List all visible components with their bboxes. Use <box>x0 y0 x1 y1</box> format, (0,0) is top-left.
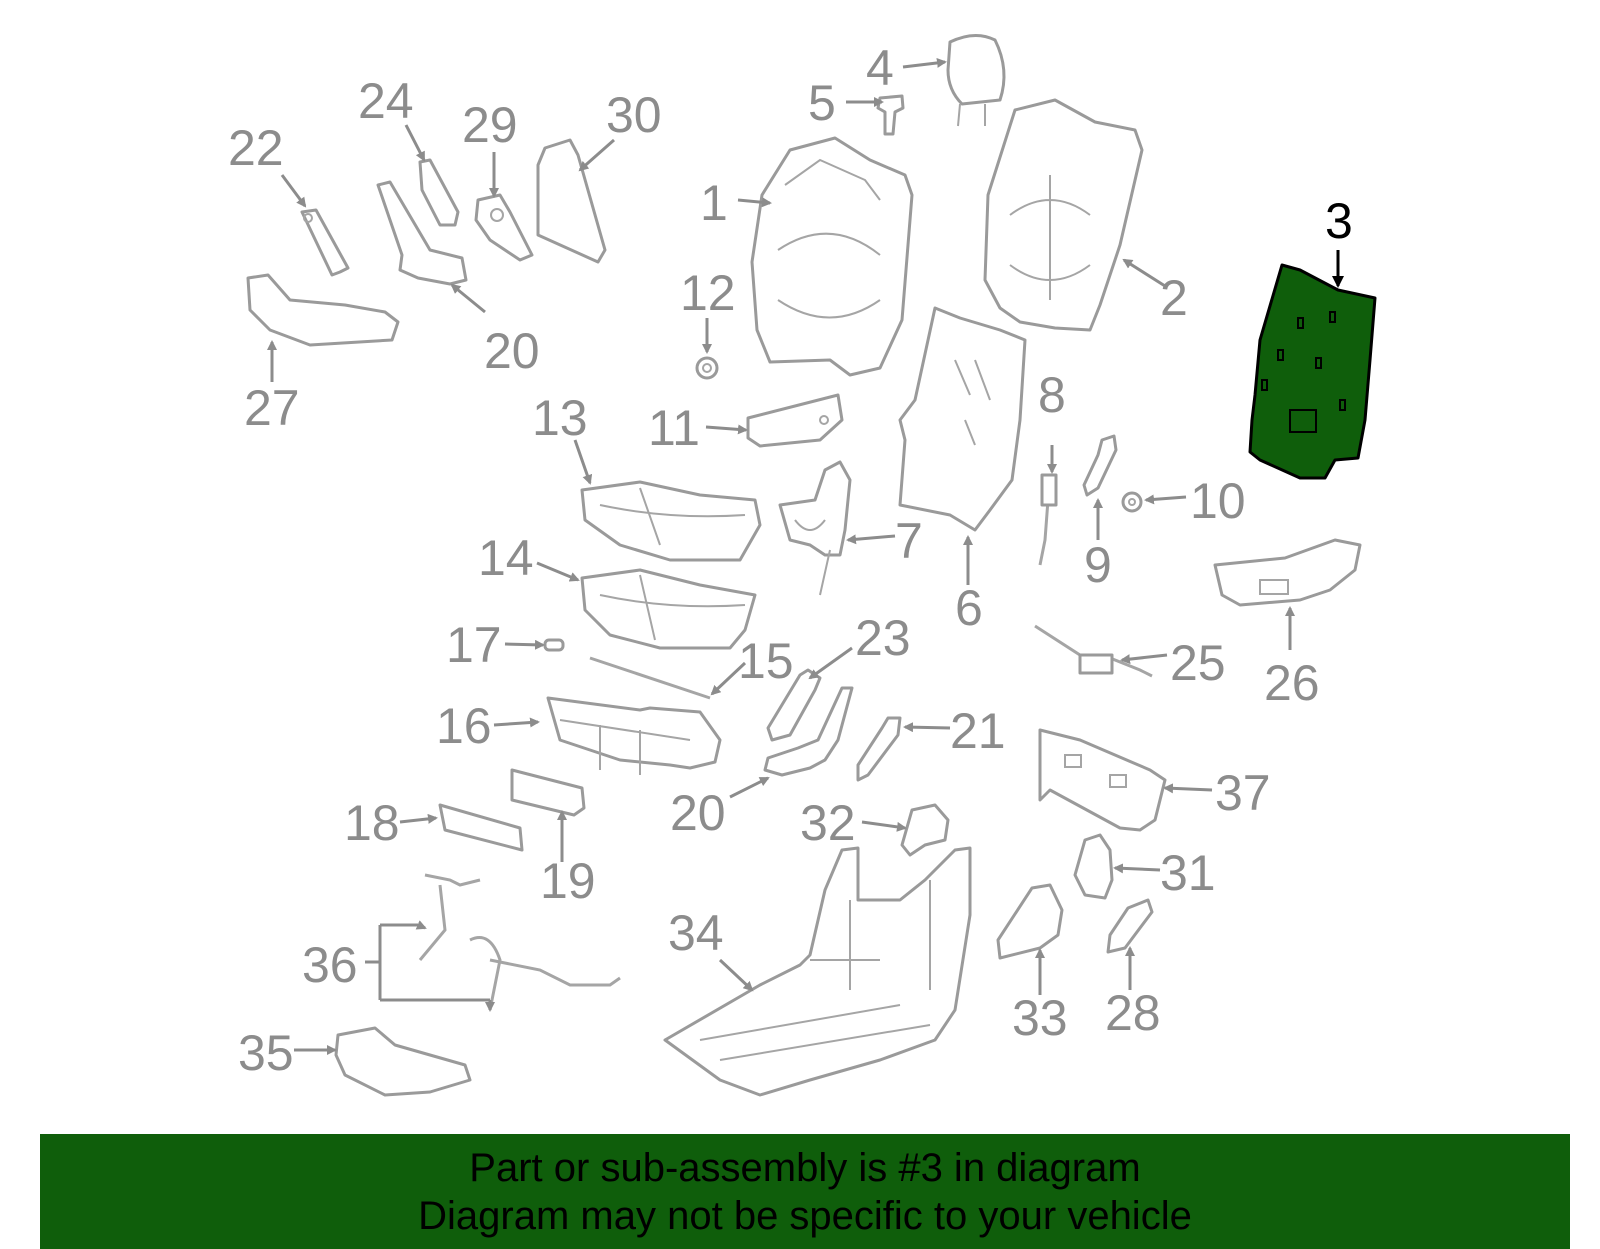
part-14-cushion-pad <box>580 568 757 650</box>
part-36-harness <box>418 873 621 1011</box>
part-27-side-trim <box>246 273 400 347</box>
part-32-cover <box>900 803 950 857</box>
part-21-trim <box>856 716 902 782</box>
callout-24: 24 <box>358 73 414 129</box>
part-3-panel-slots <box>1261 311 1346 433</box>
callout-28: 28 <box>1105 985 1161 1041</box>
callout-20b: 20 <box>670 785 726 841</box>
callout-32: 32 <box>800 795 856 851</box>
part-13-cushion-cover <box>580 480 762 562</box>
part-12-button <box>695 356 719 380</box>
callout-20a: 20 <box>484 323 540 379</box>
callout-16: 16 <box>436 698 492 754</box>
callout-31: 31 <box>1160 845 1216 901</box>
callout-4: 4 <box>866 40 894 96</box>
callout-22: 22 <box>228 120 284 176</box>
part-34-seat-track <box>663 846 972 1097</box>
part-19-bracket <box>510 768 586 817</box>
callout-13: 13 <box>532 390 588 446</box>
part-30-shield <box>536 138 607 264</box>
part-35-shield <box>334 1026 472 1097</box>
callout-11: 11 <box>648 400 700 456</box>
callout-26: 26 <box>1264 655 1320 711</box>
callout-17: 17 <box>446 617 502 673</box>
part-6-back-frame <box>898 306 1027 532</box>
part-17-clip <box>543 638 565 652</box>
part-16-cushion-frame <box>546 696 722 770</box>
part-31-cover <box>1073 833 1114 900</box>
callout-36: 36 <box>302 937 358 993</box>
callout-3: 3 <box>1325 193 1353 249</box>
part-33-shield <box>996 883 1064 960</box>
callout-2: 2 <box>1160 270 1188 326</box>
callout-30: 30 <box>606 87 662 143</box>
part-20-recliner-lower <box>763 686 854 777</box>
part-10-grommet <box>1121 491 1143 513</box>
callout-33: 33 <box>1012 990 1068 1046</box>
callout-5: 5 <box>808 75 836 131</box>
part-4-headrest <box>946 34 1006 106</box>
part-37-bracket <box>1038 728 1167 832</box>
part-26-side-shield <box>1213 538 1362 607</box>
part-3-seat-back-panel <box>1248 263 1377 480</box>
banner-line-disclaimer: Diagram may not be specific to your vehi… <box>418 1194 1192 1238</box>
part-1-seat-back-cover <box>750 136 914 377</box>
callout-25: 25 <box>1170 635 1226 691</box>
callout-12: 12 <box>680 265 736 321</box>
callout-21: 21 <box>950 703 1006 759</box>
info-banner: Part or sub-assembly is #3 in diagram Di… <box>40 1134 1570 1249</box>
part-20-recliner-left <box>376 180 468 286</box>
part-22-trim <box>300 208 350 277</box>
leader-lines <box>267 57 1344 1055</box>
callout-labels: 1 2 3 4 5 6 7 8 9 10 11 12 13 14 15 16 1… <box>228 40 1353 1081</box>
callout-8: 8 <box>1038 367 1066 423</box>
callout-34: 34 <box>668 905 724 961</box>
part-28-cover <box>1106 898 1154 954</box>
part-24-bracket <box>418 158 460 227</box>
part-18-shield <box>438 803 524 852</box>
callout-29: 29 <box>462 97 518 153</box>
callout-19: 19 <box>540 853 596 909</box>
part-29-cover <box>474 193 534 262</box>
callout-15: 15 <box>738 633 794 689</box>
part-7-belt-guide <box>778 460 852 557</box>
callout-1: 1 <box>700 175 728 231</box>
callout-9: 9 <box>1084 537 1112 593</box>
callout-23: 23 <box>855 610 911 666</box>
callout-18: 18 <box>344 795 400 851</box>
part-11-cover <box>746 393 844 448</box>
callout-6: 6 <box>955 580 983 636</box>
part-9-lever <box>1082 434 1118 497</box>
part-15-wire <box>589 656 711 700</box>
part-5-guide <box>876 94 905 136</box>
callout-35: 35 <box>238 1025 294 1081</box>
callout-27: 27 <box>244 380 300 436</box>
part-2-seat-back-pad <box>983 98 1144 332</box>
callout-7: 7 <box>895 513 923 569</box>
banner-line-part: Part or sub-assembly is #3 in diagram <box>469 1146 1141 1190</box>
callout-10: 10 <box>1190 473 1246 529</box>
callout-37: 37 <box>1215 765 1271 821</box>
callout-14: 14 <box>478 530 534 586</box>
